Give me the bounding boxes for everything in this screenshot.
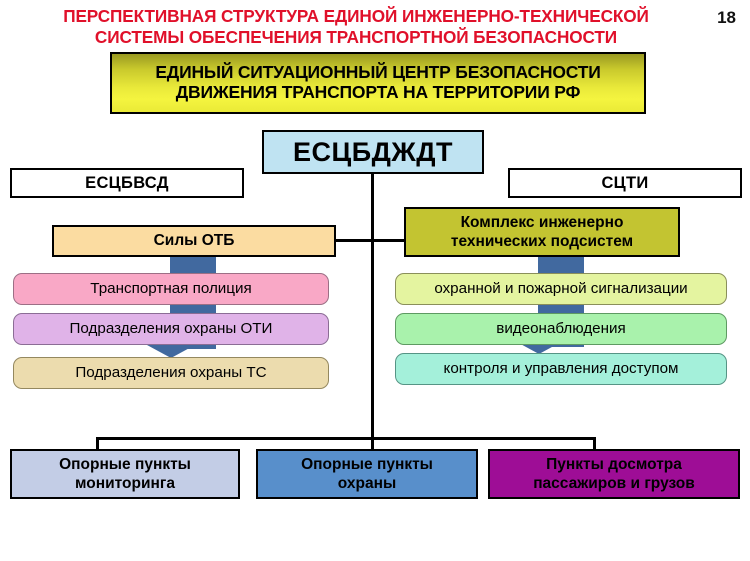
leaf-video-surveillance: видеонаблюдения — [395, 313, 727, 345]
node-engineering-complex-line-1: Комплекс инженерно — [460, 213, 624, 231]
connector-level2-horizontal — [334, 239, 408, 242]
banner-line-1: ЕДИНЫЙ СИТУАЦИОННЫЙ ЦЕНТР БЕЗОПАСНОСТИ — [155, 62, 601, 83]
page-number: 18 — [717, 8, 736, 27]
banner-line-2: ДВИЖЕНИЯ ТРАНСПОРТА НА ТЕРРИТОРИИ РФ — [175, 82, 581, 102]
connector-bottom-drop-2 — [371, 437, 374, 451]
banner-box-situational-center: ЕДИНЫЙ СИТУАЦИОННЫЙ ЦЕНТР БЕЗОПАСНОСТИ Д… — [110, 52, 646, 114]
bottom-box-monitoring-points-line-1: Опорные пункты — [59, 455, 191, 473]
bottom-box-inspection-points-line-1: Пункты досмотра — [546, 455, 682, 473]
bottom-box-security-points-line-2: охраны — [337, 475, 397, 492]
bottom-box-inspection-points-line-2: пассажиров и грузов — [533, 475, 695, 492]
arrow-connector-left-1 — [170, 257, 216, 273]
bottom-box-security-points: Опорные пункты охраны — [256, 449, 478, 499]
connector-bottom-drop-1 — [96, 437, 99, 451]
connector-bottom-drop-3 — [593, 437, 596, 451]
bottom-box-monitoring-points-line-2: мониторинга — [75, 475, 175, 492]
column-header-escbvsd: ЕСЦБВСД — [10, 168, 244, 198]
leaf-transport-police: Транспортная полиция — [13, 273, 329, 305]
arrow-connector-right-2 — [538, 305, 584, 315]
connector-trunk-vertical — [371, 174, 374, 440]
leaf-ts-security-units: Подразделения охраны ТС — [13, 357, 329, 389]
node-engineering-complex: Комплекс инженерно технических подсистем — [404, 207, 680, 257]
central-node-escbdzhdt: ЕСЦБДЖДТ — [262, 130, 484, 174]
bottom-box-security-points-line-1: Опорные пункты — [301, 455, 433, 473]
arrow-connector-right-1 — [538, 257, 584, 273]
node-forces-otb: Силы ОТБ — [52, 225, 336, 257]
leaf-access-control: контроля и управления доступом — [395, 353, 727, 385]
arrow-connector-left-2 — [170, 305, 216, 315]
slide-title: ПЕРСПЕКТИВНАЯ СТРУКТУРА ЕДИНОЙ ИНЖЕНЕРНО… — [0, 6, 712, 48]
column-header-sctii: СЦТИ — [508, 168, 742, 198]
slide-title-line-2: СИСТЕМЫ ОБЕСПЕЧЕНИЯ ТРАНСПОРТНОЙ БЕЗОПАС… — [94, 27, 618, 47]
connector-bottom-horizontal — [96, 437, 596, 440]
bottom-box-inspection-points: Пункты досмотра пассажиров и грузов — [488, 449, 740, 499]
leaf-fire-alarm-subsystem: охранной и пожарной сигнализации — [395, 273, 727, 305]
arrow-head-left — [147, 345, 195, 358]
bottom-box-monitoring-points: Опорные пункты мониторинга — [10, 449, 240, 499]
slide-title-line-1: ПЕРСПЕКТИВНАЯ СТРУКТУРА ЕДИНОЙ ИНЖЕНЕРНО… — [63, 6, 649, 26]
leaf-oti-security-units: Подразделения охраны ОТИ — [13, 313, 329, 345]
node-engineering-complex-line-2: технических подсистем — [450, 233, 634, 250]
